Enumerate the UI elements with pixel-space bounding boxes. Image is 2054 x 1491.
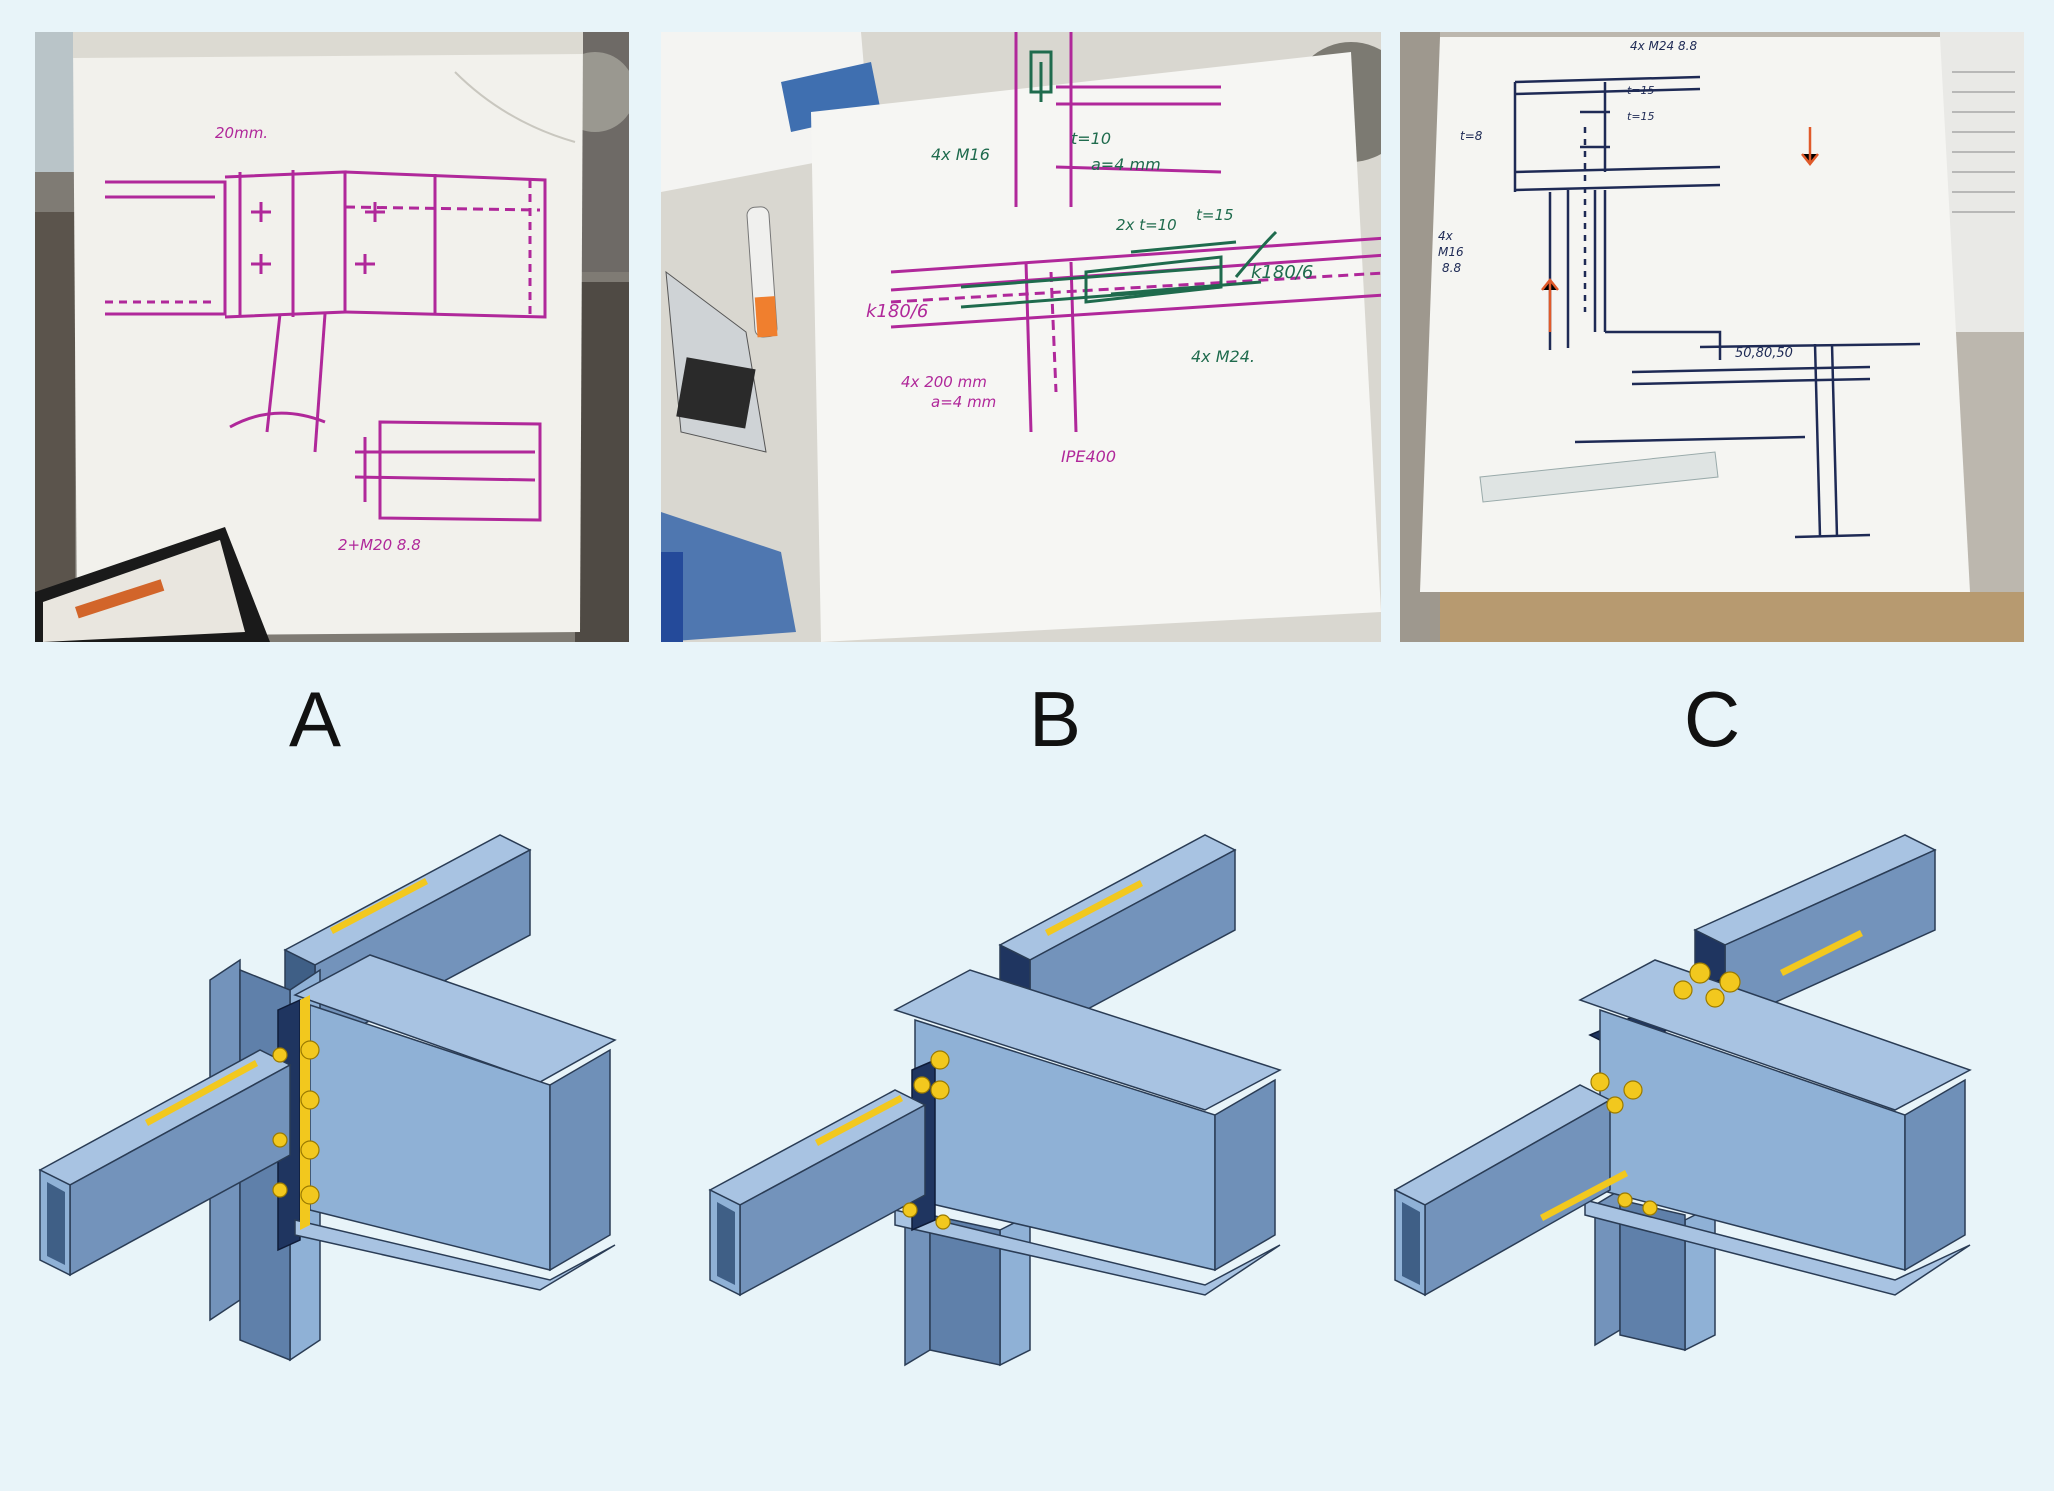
sketch-b-note-2: t=10	[1071, 129, 1111, 148]
bolt	[300, 1090, 320, 1110]
sketch-b-note-11: IPE400	[1061, 447, 1116, 466]
bolt-group	[1590, 962, 1741, 1216]
rhs-beam-back	[998, 834, 1237, 1042]
bolt	[930, 1050, 950, 1070]
bolt	[1623, 1080, 1643, 1100]
sketch-photo-b: 4x M16 t=10 a=4 mm 2x t=10 t=15 k180/6 k…	[661, 32, 1381, 642]
connection-model-b	[708, 834, 1282, 1367]
sketch-c-note-8: 50,80,50	[1735, 346, 1793, 361]
bolt	[300, 1140, 320, 1160]
sketch-b-note-1: 4x M16	[931, 145, 990, 164]
connection-model-c	[1393, 834, 1972, 1352]
sketch-a-note-2: 2+M20 8.8	[338, 536, 421, 554]
model-render-a	[30, 820, 650, 1380]
sketch-b-note-3: a=4 mm	[1091, 155, 1161, 174]
bolt	[1673, 980, 1693, 1000]
i-beam-front	[293, 954, 617, 1291]
sketch-b-drawing: 4x M16 t=10 a=4 mm 2x t=10 t=15 k180/6 k…	[661, 32, 1381, 642]
i-beam-front	[893, 969, 1282, 1296]
bolt	[272, 1047, 288, 1063]
rhs-beam-back	[1693, 834, 1937, 1027]
panel-label-b: B	[1028, 675, 1082, 763]
bolt	[272, 1182, 288, 1198]
sketch-b-note-10: 4x M24.	[1191, 347, 1255, 366]
bolt	[300, 1040, 320, 1060]
bolt	[1617, 1192, 1633, 1208]
sketch-photo-a: 20mm. 2+M20 8.8	[35, 32, 629, 642]
sketch-b-note-8: 4x 200 mm	[901, 373, 987, 391]
sketch-photo-c: 4x M24 8.8 t=15 t=15 t=8 4x M16 8.8 50,8…	[1400, 32, 2024, 642]
panel-label-a: A	[288, 675, 342, 763]
bolt	[1705, 988, 1725, 1008]
bolt	[1606, 1096, 1624, 1114]
sketch-c-note-5: 4x	[1438, 229, 1454, 243]
sketch-c-note-7: 8.8	[1442, 261, 1461, 275]
sketch-b-note-6: k180/6	[866, 301, 928, 322]
sketch-a-note-1: 20mm.	[215, 124, 268, 142]
rhs-beam-front	[1393, 1084, 1628, 1297]
rhs-beam-front	[38, 1049, 292, 1277]
bolt-group	[272, 1040, 320, 1205]
panel-label-c: C	[1683, 675, 1741, 763]
connection-model-a	[38, 834, 617, 1362]
sketch-c-note-2: t=15	[1627, 84, 1655, 97]
bolt	[913, 1076, 931, 1094]
bolt	[902, 1202, 918, 1218]
sketch-c-note-4: t=8	[1460, 129, 1483, 143]
column	[904, 1203, 1031, 1367]
sketch-b-note-5: t=15	[1196, 206, 1234, 224]
bolt	[1689, 962, 1711, 984]
bolt-group	[902, 1050, 951, 1230]
sketch-b-note-7: k180/6	[1251, 262, 1313, 283]
sketch-c-drawing: 4x M24 8.8 t=15 t=15 t=8 4x M16 8.8 50,8…	[1400, 32, 2024, 642]
sketch-c-note-3: t=15	[1627, 110, 1655, 123]
model-render-b	[700, 820, 1320, 1380]
rhs-beam-front	[708, 1089, 927, 1297]
bolt	[1642, 1200, 1658, 1216]
sketch-b-note-4: 2x t=10	[1116, 216, 1177, 234]
bolt	[1590, 1072, 1610, 1092]
bolt	[272, 1132, 288, 1148]
bolt	[935, 1214, 951, 1230]
sketch-b-note-9: a=4 mm	[931, 393, 996, 411]
bolt	[930, 1080, 950, 1100]
sketch-a-drawing: 20mm. 2+M20 8.8	[35, 32, 629, 642]
bolt	[300, 1185, 320, 1205]
sketch-c-note-1: 4x M24 8.8	[1630, 39, 1697, 53]
model-render-c	[1385, 820, 2005, 1380]
sketch-c-note-6: M16	[1438, 245, 1464, 259]
bolt	[1719, 971, 1741, 993]
